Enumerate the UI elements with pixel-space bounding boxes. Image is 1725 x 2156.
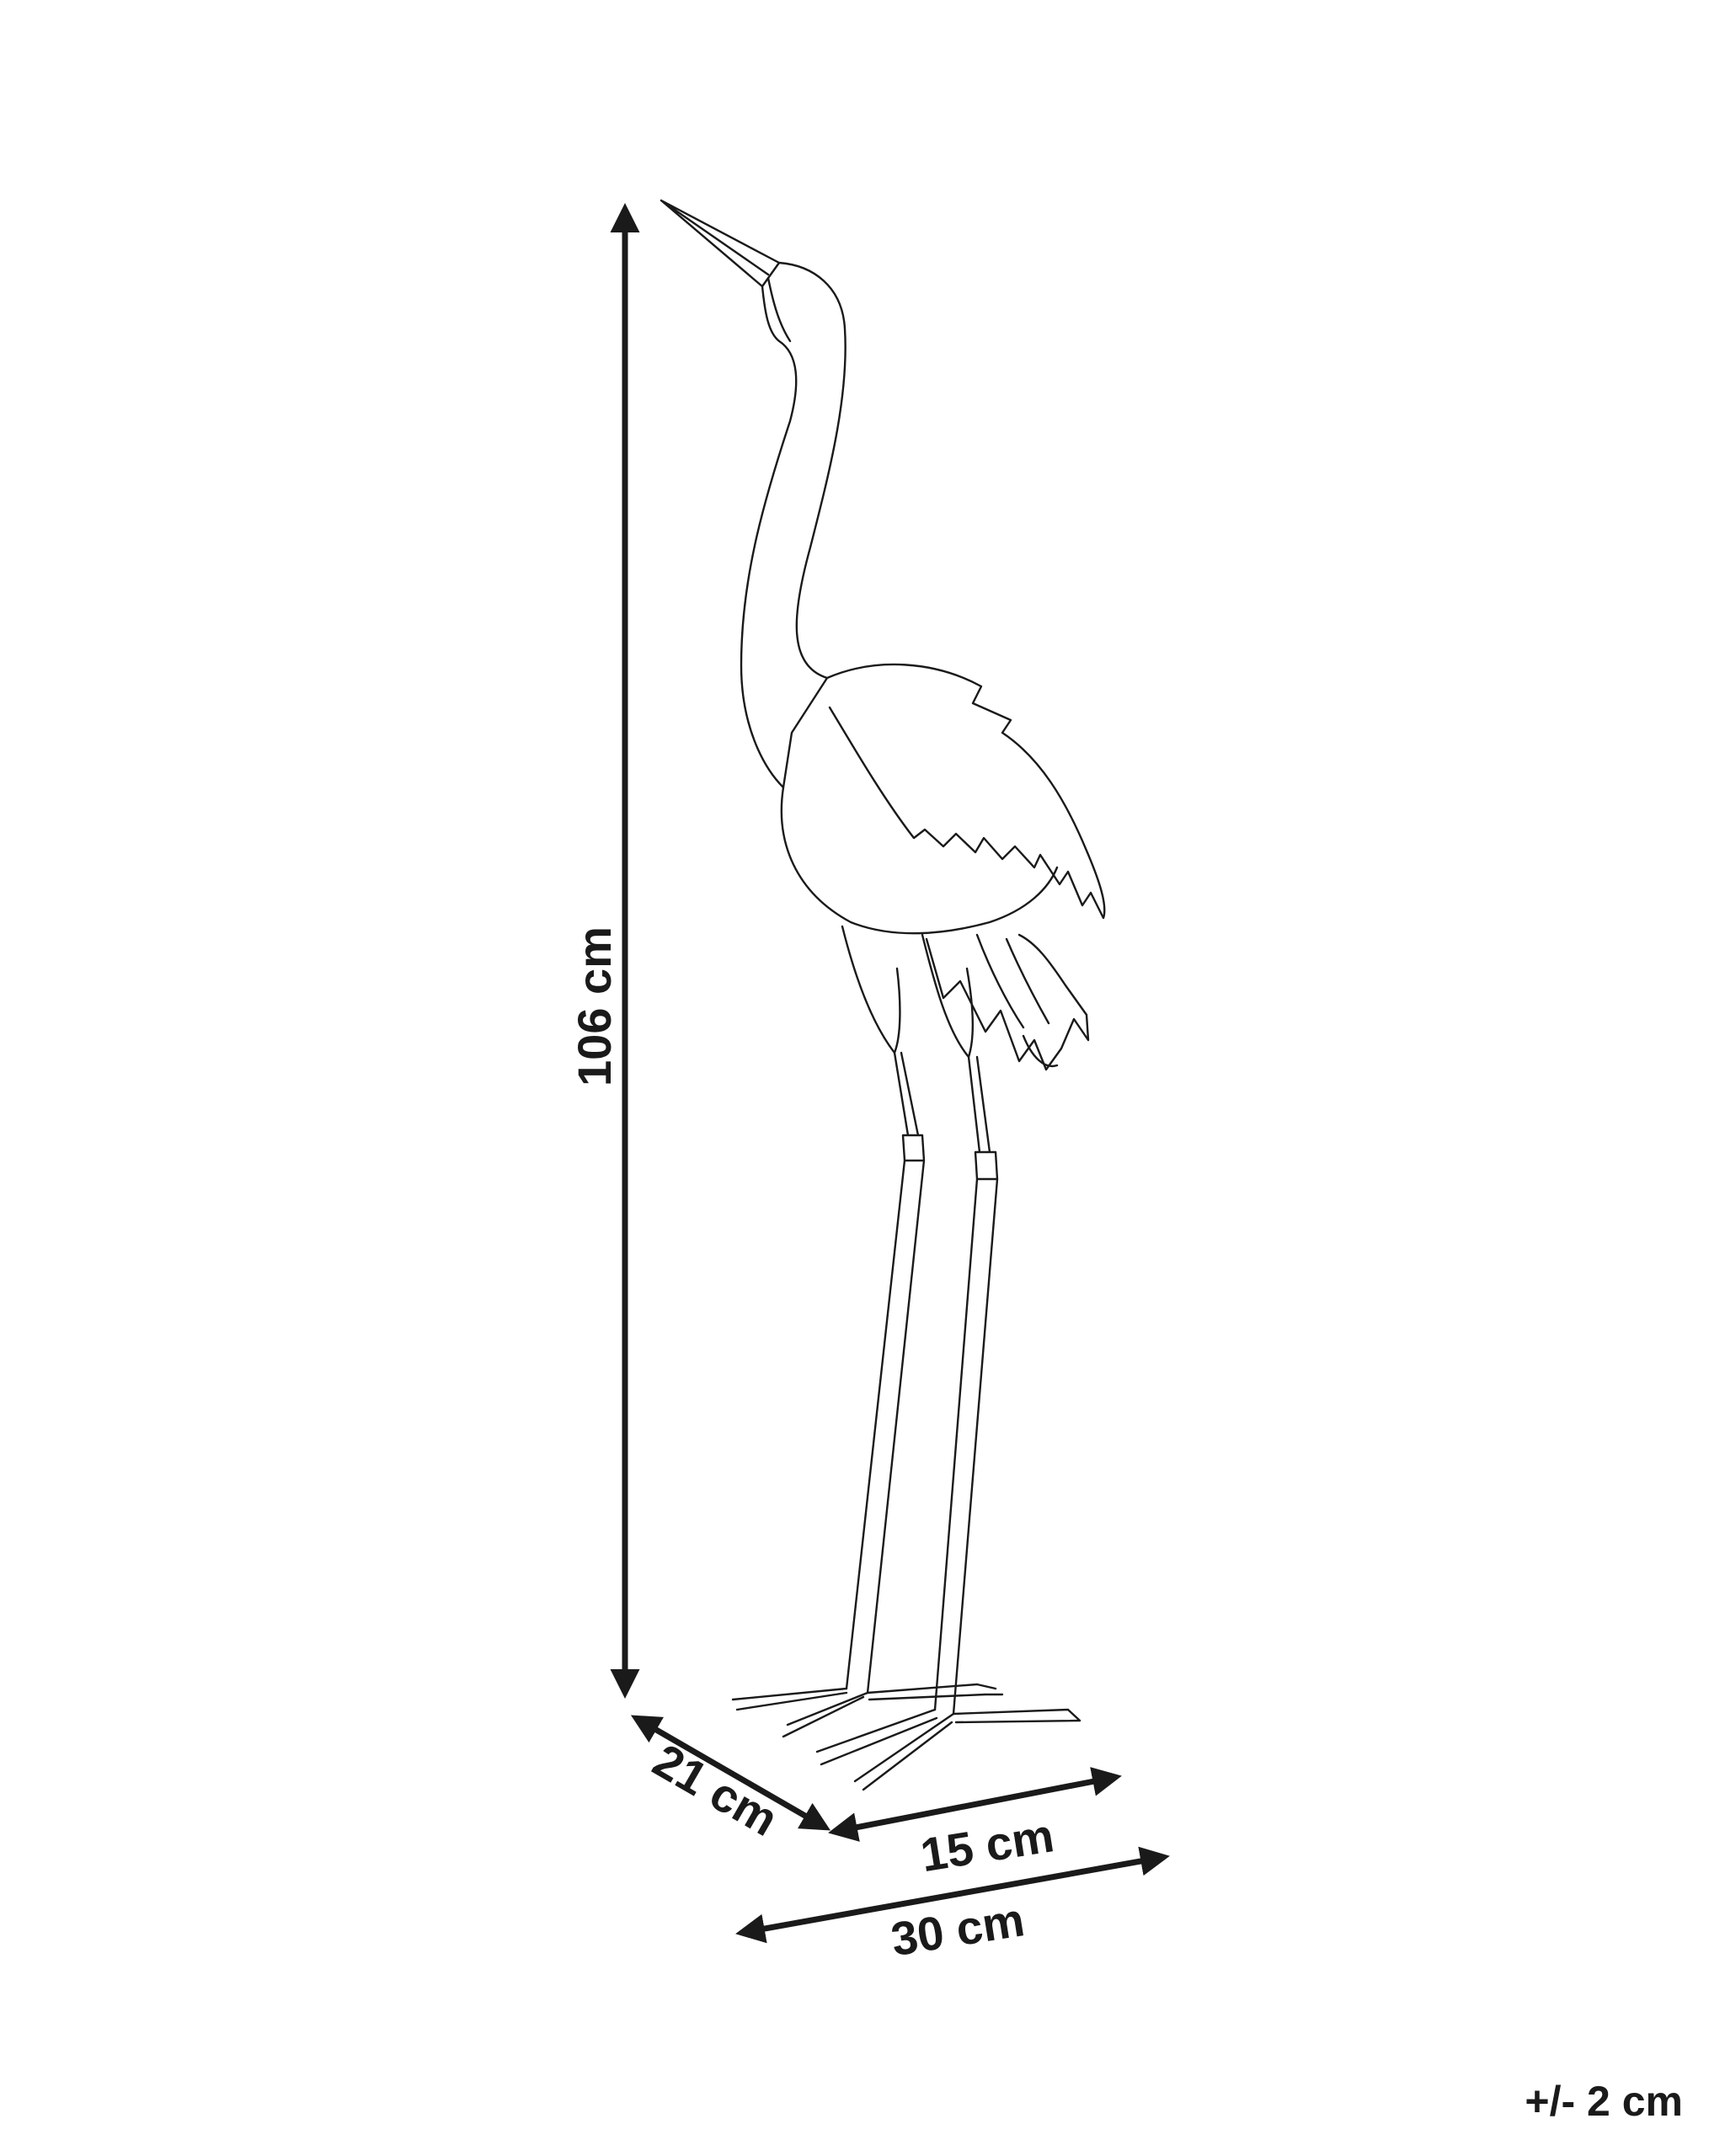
crane-foot-left bbox=[731, 1683, 1004, 1738]
crane-leg-right bbox=[933, 1055, 999, 1716]
depth-dimension-arrow bbox=[630, 1715, 831, 1831]
base-width-label: 15 cm bbox=[917, 1808, 1058, 1881]
height-label: 106 cm bbox=[568, 926, 621, 1086]
crane-thigh bbox=[841, 925, 974, 1059]
crane-neck bbox=[740, 261, 846, 789]
crane-tail bbox=[925, 933, 1090, 1071]
crane-beak bbox=[660, 199, 781, 288]
crane-throat bbox=[766, 276, 792, 343]
dimension-lines bbox=[610, 203, 1170, 1944]
crane-leg-left bbox=[845, 1051, 926, 1694]
crane-wing bbox=[825, 663, 1106, 920]
tolerance-note: +/- 2 cm bbox=[1525, 2078, 1683, 2125]
width-dimension-arrow bbox=[735, 1846, 1170, 1944]
crane-foot-right bbox=[815, 1708, 1081, 1791]
depth-label: 21 cm bbox=[644, 1733, 787, 1846]
base-width-dimension-arrow bbox=[828, 1767, 1122, 1842]
crane-body bbox=[780, 786, 1059, 935]
crane-tail-inner bbox=[975, 933, 1059, 1068]
crane-illustration bbox=[660, 199, 1106, 1791]
